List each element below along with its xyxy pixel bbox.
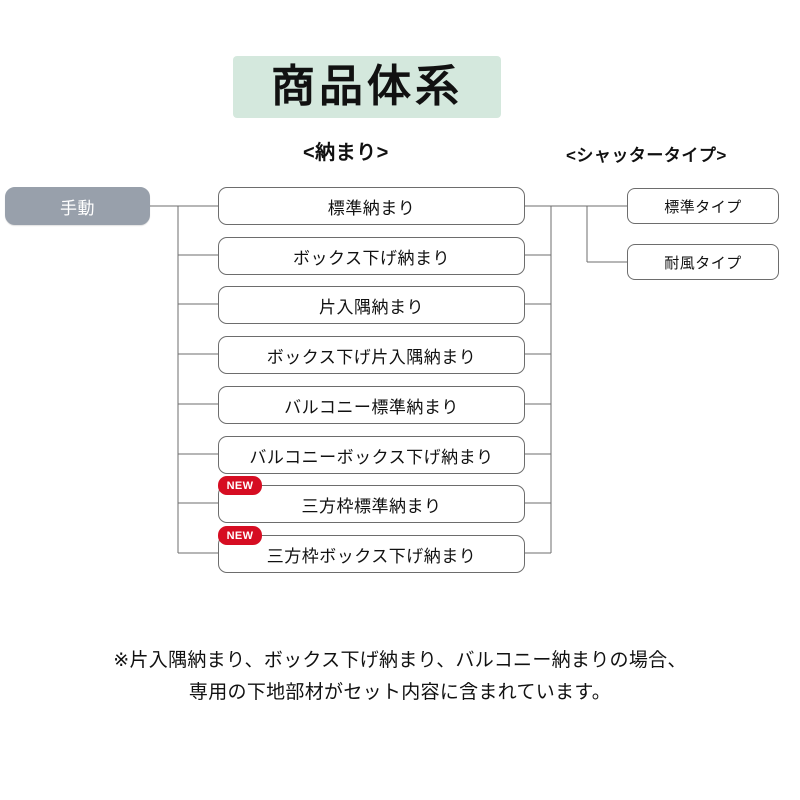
node-osamari-2-label: ボックス下げ納まり bbox=[293, 248, 450, 268]
node-osamari-5[interactable]: バルコニー標準納まり bbox=[218, 386, 525, 424]
node-shutter-2-label: 耐風タイプ bbox=[664, 254, 742, 272]
node-osamari-7-label: 三方枠標準納まり bbox=[301, 496, 442, 516]
node-osamari-5-label: バルコニー標準納まり bbox=[284, 397, 459, 417]
footnote-line-2: 専用の下地部材がセット内容に含まれています。 bbox=[188, 682, 612, 703]
page-title-banner: 商品体系 bbox=[233, 56, 501, 118]
node-osamari-6-label: バルコニーボックス下げ納まり bbox=[249, 447, 494, 467]
footnote: ※片入隅納まり、ボックス下げ納まり、バルコニー納まりの場合、 専用の下地部材がセ… bbox=[0, 645, 800, 709]
new-badge-osamari-7: NEW bbox=[218, 476, 262, 495]
node-root-manual[interactable]: 手動 bbox=[5, 187, 150, 225]
node-osamari-1[interactable]: 標準納まり bbox=[218, 187, 525, 225]
node-osamari-2[interactable]: ボックス下げ納まり bbox=[218, 237, 525, 275]
node-osamari-1-label: 標準納まり bbox=[327, 198, 416, 218]
node-shutter-1-label: 標準タイプ bbox=[664, 198, 742, 216]
node-osamari-7[interactable]: 三方枠標準納まり bbox=[218, 485, 525, 523]
page-title: 商品体系 bbox=[271, 62, 463, 111]
new-badge-osamari-8: NEW bbox=[218, 526, 262, 545]
node-osamari-8-label: 三方枠ボックス下げ納まり bbox=[266, 546, 477, 566]
node-osamari-3-label: 片入隅納まり bbox=[319, 297, 424, 317]
node-osamari-3[interactable]: 片入隅納まり bbox=[218, 286, 525, 324]
node-osamari-4[interactable]: ボックス下げ片入隅納まり bbox=[218, 336, 525, 374]
footnote-line-1: ※片入隅納まり、ボックス下げ納まり、バルコニー納まりの場合、 bbox=[113, 650, 687, 671]
column-header-shutter-type: <シャッタータイプ> bbox=[566, 146, 727, 165]
node-osamari-6[interactable]: バルコニーボックス下げ納まり bbox=[218, 436, 525, 474]
node-osamari-8[interactable]: 三方枠ボックス下げ納まり bbox=[218, 535, 525, 573]
node-shutter-2[interactable]: 耐風タイプ bbox=[627, 244, 779, 280]
node-osamari-4-label: ボックス下げ片入隅納まり bbox=[266, 347, 477, 367]
node-root-manual-label: 手動 bbox=[60, 198, 95, 218]
column-header-osamari: <納まり> bbox=[303, 142, 389, 164]
node-shutter-1[interactable]: 標準タイプ bbox=[627, 188, 779, 224]
